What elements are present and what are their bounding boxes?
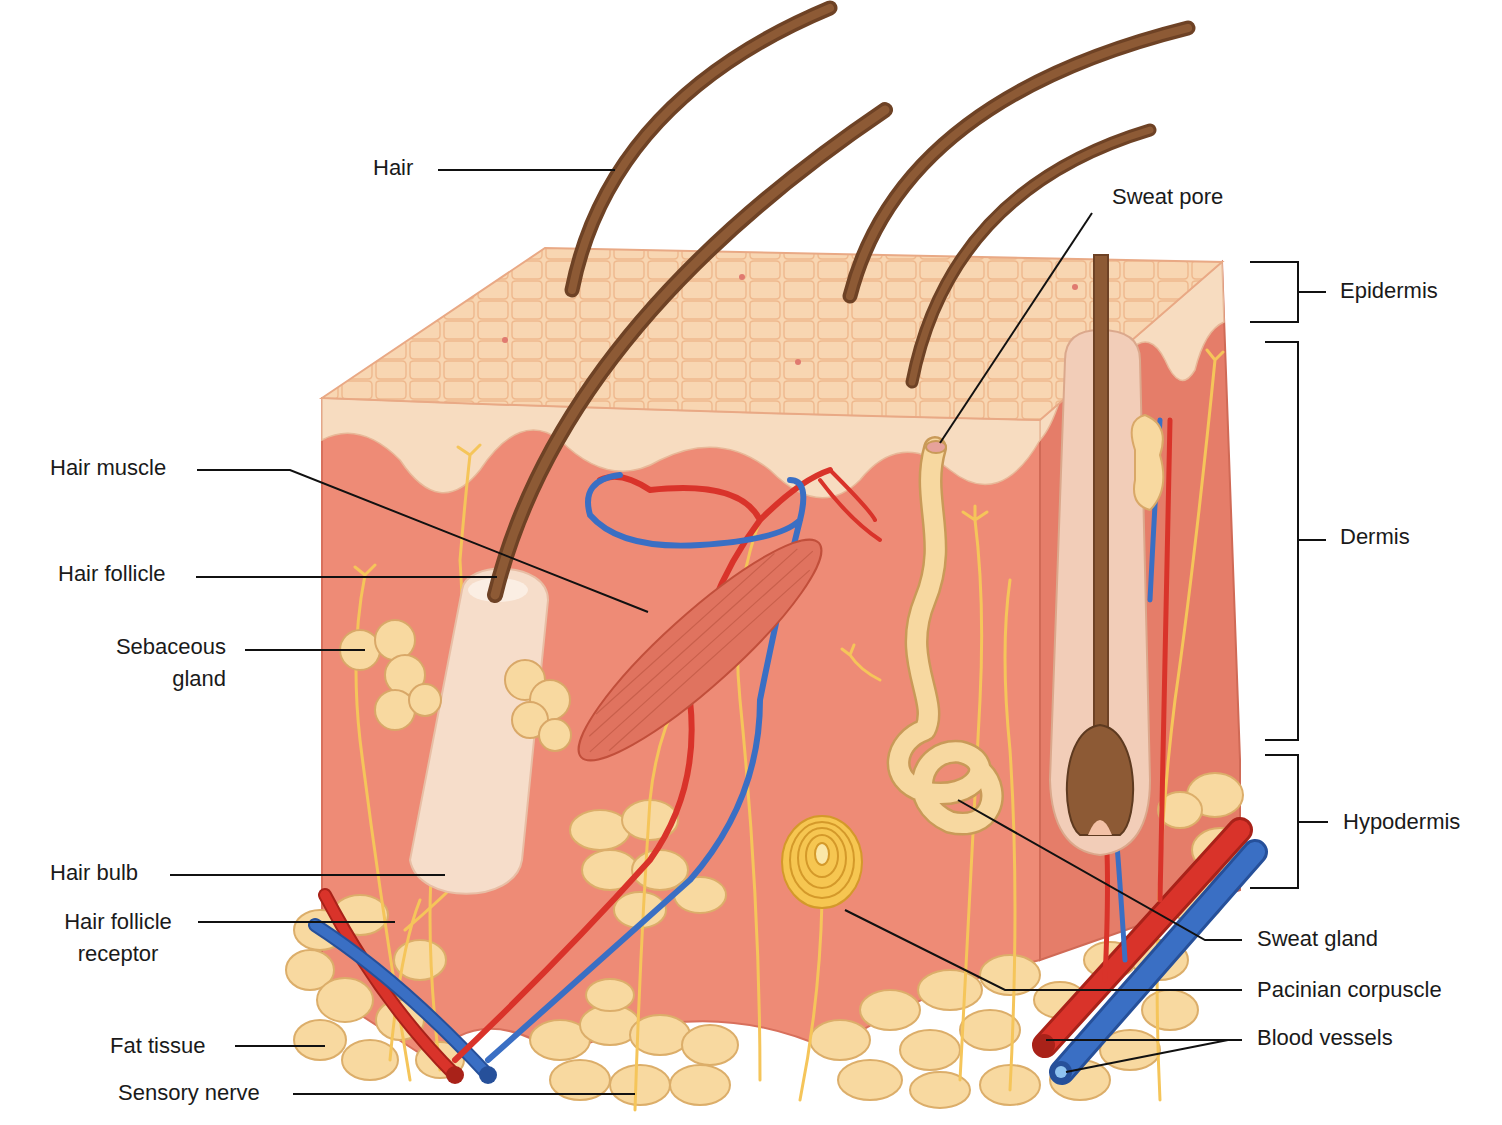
part-label: Hair — [373, 152, 413, 184]
pore — [739, 274, 745, 280]
sebaceous-gland — [340, 620, 571, 751]
part-label: Blood vessels — [1257, 1022, 1393, 1054]
hair-muscle — [557, 516, 843, 784]
part-label: Sweat pore — [1112, 181, 1223, 213]
vessel-end — [1055, 1066, 1067, 1078]
part-label: Hair muscle — [50, 452, 166, 484]
hair-shaft — [1094, 255, 1108, 760]
part-label: Hair follicle receptor — [40, 906, 196, 970]
pore — [795, 359, 801, 365]
papilla — [1088, 820, 1112, 835]
sweat-gland — [899, 448, 992, 824]
sebaceous-gland-section — [1132, 415, 1164, 510]
part-label: Pacinian corpuscle — [1257, 974, 1442, 1006]
hair-follicle — [410, 569, 548, 894]
part-label: Sebaceous gland — [100, 631, 226, 695]
part-label: Hypodermis — [1343, 806, 1460, 838]
part-label: Dermis — [1340, 521, 1410, 553]
part-label: Hair bulb — [50, 857, 138, 889]
part-label: Fat tissue — [110, 1030, 205, 1062]
part-label: Sweat gland — [1257, 923, 1378, 955]
vessel-end — [479, 1066, 497, 1084]
vessel-end — [446, 1066, 464, 1084]
vessel-end — [1033, 1034, 1055, 1056]
part-label: Hair follicle — [58, 558, 166, 590]
sweat-pore — [926, 441, 946, 453]
hair-bulb-section — [1067, 725, 1133, 835]
pacinian-corpuscle — [782, 816, 862, 908]
pore — [1072, 284, 1078, 290]
part-label: Epidermis — [1340, 275, 1438, 307]
pore — [502, 337, 508, 343]
part-label: Sensory nerve — [118, 1077, 260, 1109]
leader-lines — [170, 170, 1328, 1094]
